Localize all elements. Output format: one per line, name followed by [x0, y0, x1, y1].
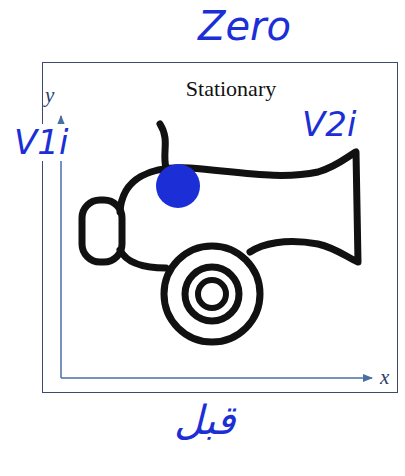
handwritten-note: Zero [196, 4, 293, 48]
x-axis [61, 377, 372, 379]
wheel-hub [198, 280, 226, 308]
velocity-label: V2i [300, 106, 358, 143]
axis-label: x [379, 366, 390, 389]
velocity-label: V1i [12, 124, 70, 161]
cannon-ball [156, 164, 200, 208]
cannon-body [82, 124, 358, 342]
axis-label: y [44, 84, 55, 107]
heading-text: Stationary [186, 77, 276, 101]
handwritten-note: قبل [172, 398, 237, 442]
